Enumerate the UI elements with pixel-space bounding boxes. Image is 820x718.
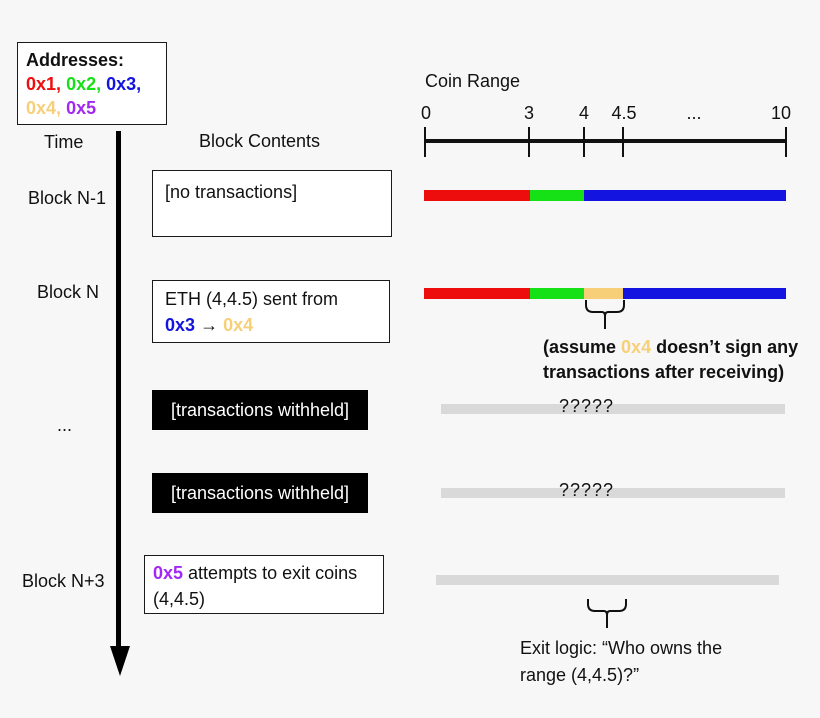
address-0x2: 0x2,	[66, 74, 102, 94]
axis-label-dots: ...	[686, 103, 702, 123]
range-segment-0x1	[424, 190, 530, 201]
row-label-block-n-plus-3: Block N+3	[22, 571, 105, 591]
axis-label-0: 0	[420, 103, 432, 123]
assume-prefix: (assume	[543, 337, 622, 357]
unknown-range-bar-2	[441, 488, 785, 498]
unknown-range-text-2: ?????	[559, 480, 615, 500]
axis-tick-4p5	[622, 127, 624, 157]
withheld-text-1: [transactions withheld]	[170, 399, 350, 420]
axis-label-10: 10	[770, 103, 792, 123]
exit-logic-line-2: range (4,4.5)?”	[520, 665, 640, 685]
block-n-contents-box: ETH (4,4.5) sent from 0x3 → 0x4	[152, 280, 390, 343]
transfer-arrow-icon: →	[200, 315, 219, 335]
assume-highlight-0x4: 0x4	[621, 337, 652, 357]
block-contents-header: Block Contents	[199, 131, 321, 151]
address-0x5: 0x5	[66, 98, 97, 118]
time-header: Time	[44, 132, 84, 152]
row-label-block-n: Block N	[37, 282, 100, 302]
unknown-range-bar-3	[436, 575, 779, 585]
addresses-legend: Addresses: 0x1, 0x2, 0x3, 0x4, 0x5	[17, 42, 167, 125]
axis-tick-0	[424, 127, 426, 157]
block-n-1-contents-text: [no transactions]	[165, 182, 298, 202]
withheld-text-2: [transactions withheld]	[170, 482, 350, 503]
axis-tick-3	[528, 127, 530, 157]
coin-range-axis	[424, 139, 787, 143]
brace-icon	[585, 300, 625, 329]
address-0x3: 0x3,	[106, 74, 142, 94]
assume-suffix: doesn’t sign any	[651, 337, 799, 357]
exit-attempt-line-2: (4,4.5)	[153, 589, 206, 609]
withheld-block-box-1: [transactions withheld]	[152, 390, 368, 430]
assume-line-2: transactions after receiving)	[543, 362, 785, 382]
time-arrow-head-icon	[110, 646, 130, 676]
axis-tick-4	[583, 127, 585, 157]
axis-label-4: 4	[578, 103, 590, 123]
exit-attempt-text: attempts to exit coins	[183, 563, 358, 583]
block-n-plus-3-contents-box: 0x5 attempts to exit coins (4,4.5)	[144, 555, 384, 614]
range-segment-0x1	[424, 288, 530, 299]
address-0x4: 0x4,	[26, 98, 62, 118]
axis-label-4p5: 4.5	[611, 103, 637, 123]
block-n-line-2: 0x3 → 0x4	[165, 312, 377, 338]
row-label-block-n-1: Block N-1	[28, 188, 107, 208]
exit-attempt-line-1: 0x5 attempts to exit coins	[153, 560, 375, 586]
range-segment-0x2	[530, 288, 584, 299]
time-arrow-line	[116, 131, 121, 648]
range-segment-0x3	[584, 190, 786, 201]
coin-range-header: Coin Range	[425, 71, 521, 91]
addresses-title: Addresses:	[26, 50, 125, 70]
axis-label-3: 3	[523, 103, 535, 123]
assume-line-1: (assume 0x4 doesn’t sign any	[543, 335, 798, 360]
range-segment-0x3	[623, 288, 786, 299]
addresses-line-1: 0x1, 0x2, 0x3,	[26, 72, 166, 96]
from-address-0x3: 0x3	[165, 315, 196, 335]
row-label-dots: ...	[57, 415, 73, 435]
unknown-range-bar-1	[441, 404, 785, 414]
to-address-0x4: 0x4	[223, 315, 254, 335]
unknown-range-text-1: ?????	[559, 396, 615, 416]
assume-annotation: (assume 0x4 doesn’t sign any transaction…	[543, 335, 798, 385]
withheld-block-box-2: [transactions withheld]	[152, 473, 368, 513]
axis-tick-10	[785, 127, 787, 157]
exit-logic-line-1: Exit logic: “Who owns the	[520, 638, 723, 658]
block-n-line-1: ETH (4,4.5) sent from	[165, 289, 339, 309]
exit-logic-note: Exit logic: “Who owns the range (4,4.5)?…	[520, 635, 722, 689]
range-segment-0x4	[584, 288, 623, 299]
addresses-line-2: 0x4, 0x5	[26, 96, 166, 120]
address-0x1: 0x1,	[26, 74, 62, 94]
range-segment-0x2	[530, 190, 584, 201]
block-n-1-contents-box: [no transactions]	[152, 170, 392, 237]
actor-address-0x5: 0x5	[153, 563, 184, 583]
brace-icon	[587, 599, 627, 628]
